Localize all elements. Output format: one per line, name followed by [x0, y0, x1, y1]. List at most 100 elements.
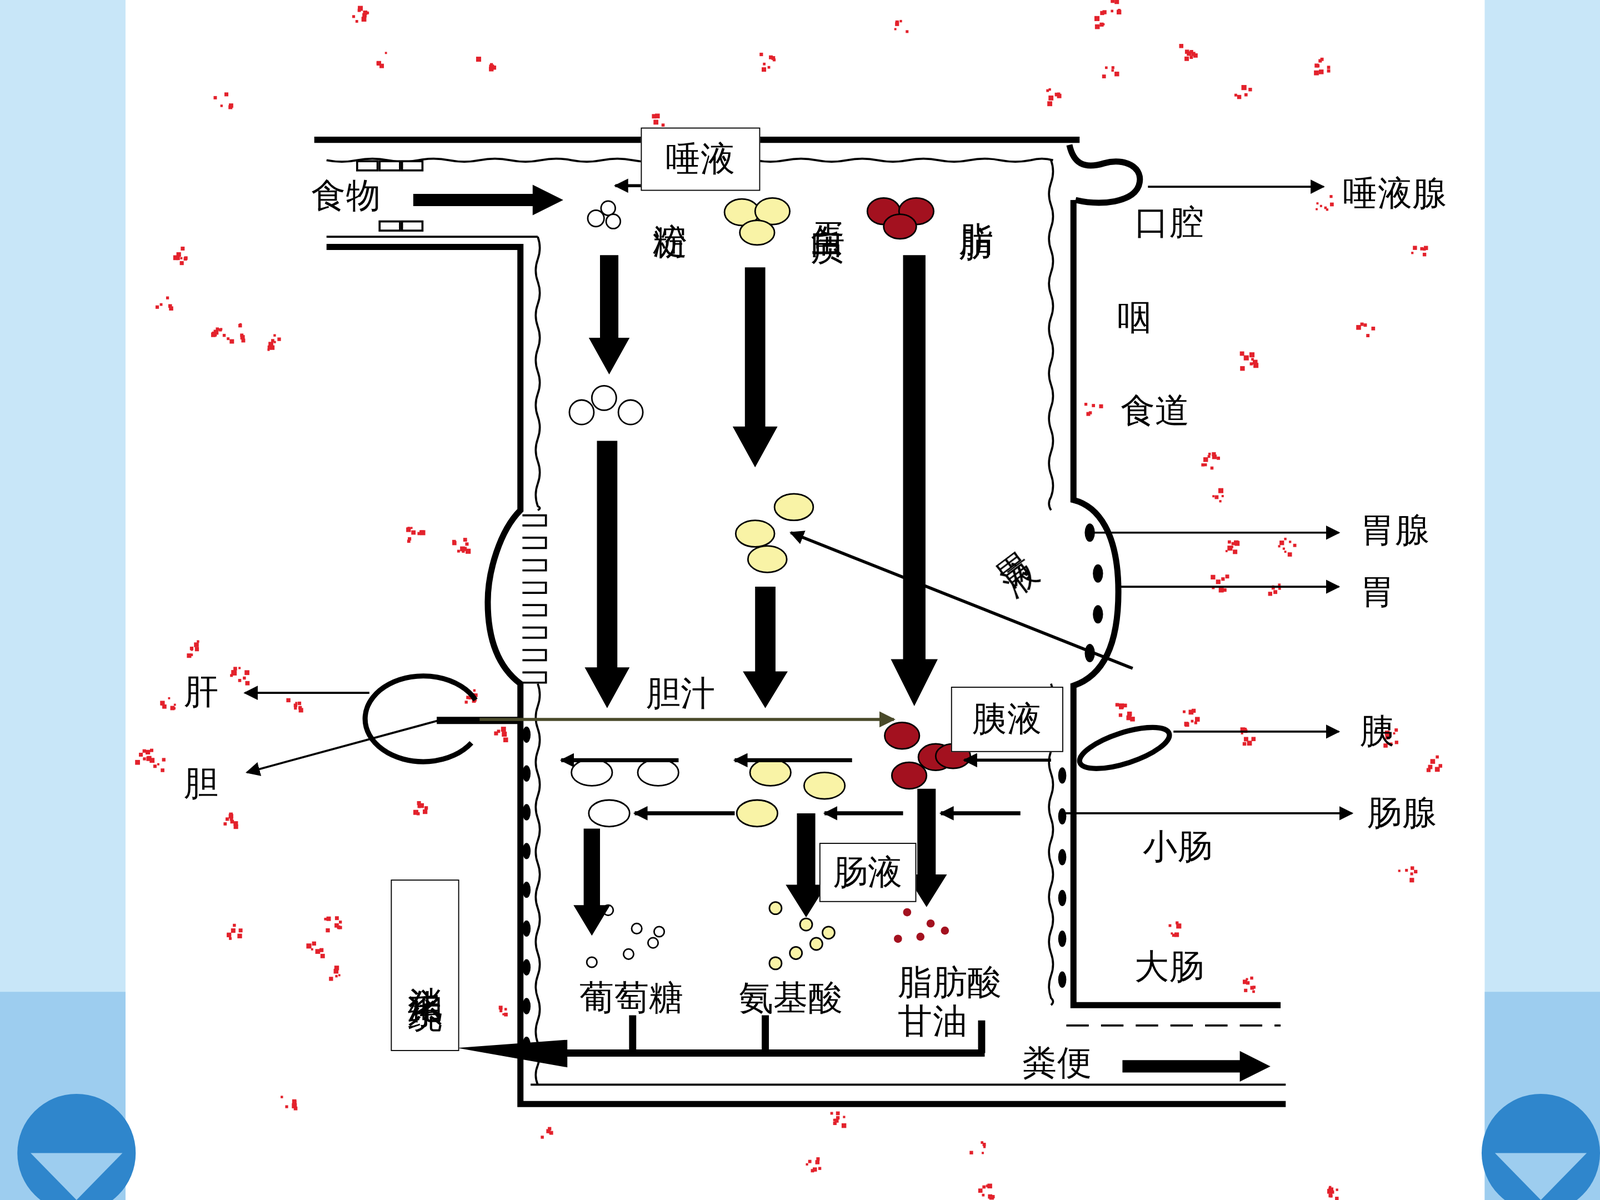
blood-dot	[1216, 456, 1220, 460]
blood-dot	[1225, 550, 1228, 553]
blood-dot	[460, 546, 465, 552]
part-label: 大肠	[1134, 946, 1204, 986]
protein-particle	[747, 546, 787, 573]
corner-ornament	[1495, 1153, 1587, 1200]
blood-dot	[334, 965, 339, 970]
blood-dot	[1243, 737, 1249, 742]
blood-dot	[1250, 976, 1253, 980]
blood-dot	[238, 323, 242, 328]
blood-dot	[1328, 1187, 1334, 1193]
blood-dot	[1241, 85, 1247, 90]
blood-dot	[326, 916, 332, 922]
label-box: 胰液	[951, 686, 1064, 753]
blood-dot	[1185, 49, 1190, 54]
part-label: 小肠	[1142, 826, 1213, 866]
blood-dot	[218, 328, 223, 332]
blood-dot	[385, 51, 388, 54]
tract-lining	[522, 582, 546, 593]
blood-dot	[661, 123, 665, 127]
leader-lines	[245, 185, 1353, 814]
blood-dot	[142, 749, 147, 753]
blood-dot	[352, 15, 355, 18]
blood-dot	[145, 750, 150, 755]
blood-dot	[357, 6, 363, 12]
flow-arrow	[890, 255, 938, 707]
blood-dot	[1203, 463, 1207, 467]
blood-dot	[1284, 550, 1287, 553]
tract-wall	[326, 246, 1287, 1104]
blood-dot	[1212, 454, 1217, 459]
blood-dot	[1203, 457, 1208, 462]
blood-dot	[286, 698, 290, 703]
blood-dot	[173, 703, 177, 707]
blood-dot	[1293, 543, 1297, 548]
bile-arrow	[479, 717, 894, 722]
blood-dot	[1327, 69, 1331, 73]
blood-dot	[150, 748, 154, 753]
blood-dot	[1410, 872, 1414, 875]
blood-dot	[407, 539, 411, 543]
side-panel	[1484, 0, 1600, 1200]
blood-dot	[413, 810, 419, 815]
blood-dot	[215, 327, 219, 331]
tooth	[379, 221, 400, 232]
blood-dot	[285, 1105, 288, 1108]
tract-wall	[1073, 200, 1281, 1005]
blood-dot	[211, 331, 217, 337]
blood-dot	[1428, 765, 1433, 770]
part-label: 淀粉	[651, 193, 690, 203]
part-label: 粪便	[1022, 1042, 1092, 1082]
blood-dot	[311, 948, 314, 951]
blood-dot	[982, 1185, 986, 1189]
blood-dot	[503, 1012, 508, 1017]
blood-dot	[1225, 574, 1230, 579]
blood-dot	[277, 337, 281, 341]
part-label: 咽	[1117, 297, 1152, 337]
glucose-particle	[647, 937, 658, 948]
starch-particle	[606, 214, 621, 229]
blood-dot	[1422, 252, 1427, 257]
blood-dot	[1327, 65, 1331, 69]
intestinal-gland	[1058, 930, 1067, 947]
blood-dot	[232, 923, 236, 927]
blood-dot	[244, 670, 250, 675]
blood-dot	[463, 537, 468, 542]
blood-dot	[160, 768, 165, 773]
tract-lining	[535, 683, 540, 1085]
leader-line	[1147, 185, 1324, 188]
blood-dot	[1126, 715, 1132, 721]
blood-dot	[417, 532, 421, 536]
blood-dot	[180, 261, 184, 265]
blood-dot	[186, 653, 192, 658]
blood-dot	[1320, 205, 1323, 208]
starch-particle	[601, 201, 616, 216]
blood-dot	[1244, 93, 1248, 97]
starch-particle	[571, 759, 613, 787]
blood-dot	[981, 1193, 985, 1197]
starch-particle	[588, 800, 630, 827]
blood-dot	[1102, 10, 1107, 14]
flow-arrow	[734, 758, 852, 763]
blood-dot	[1313, 70, 1319, 76]
blood-dot	[1234, 93, 1238, 97]
blood-dot	[1216, 579, 1221, 584]
blood-dot	[1240, 351, 1245, 357]
blood-dot	[1091, 403, 1095, 408]
absorption-bar	[561, 1049, 985, 1057]
blood-dot	[466, 695, 470, 699]
blood-dot	[325, 928, 330, 933]
blood-dot	[406, 527, 411, 532]
tract-lining	[522, 627, 546, 638]
blood-dot	[138, 752, 143, 757]
tract-lining	[326, 236, 1287, 1085]
blood-dot	[1360, 322, 1364, 327]
blood-dot	[1118, 705, 1124, 710]
blood-dot	[905, 30, 909, 33]
part-label: 脂肪	[957, 193, 997, 203]
corner-ornament	[30, 1153, 123, 1200]
blood-dot	[168, 697, 171, 700]
box-text: 唾液	[665, 140, 735, 179]
blood-dot	[1431, 760, 1434, 763]
blood-dot	[297, 701, 302, 705]
